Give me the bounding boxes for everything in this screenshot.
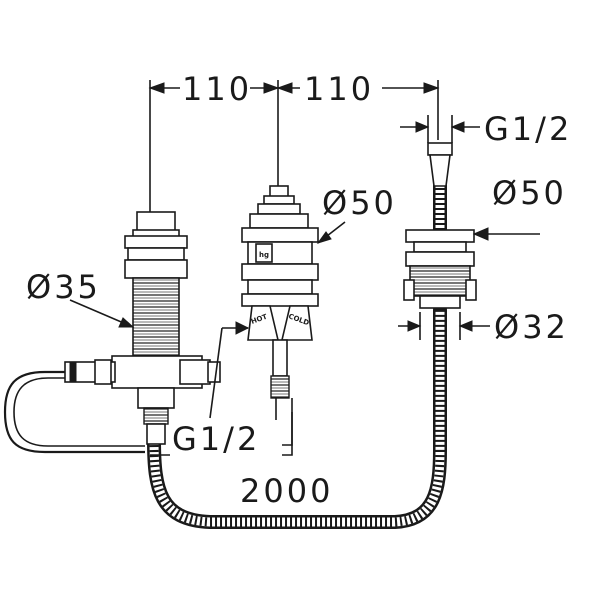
diameter-50-mixer: Ø50 — [322, 184, 397, 222]
dimension-110-left: 110 — [182, 70, 252, 108]
hose-length-2000: 2000 — [240, 472, 333, 510]
dimension-diameter-hole: Ø32 — [398, 308, 569, 346]
dimension-diameter-spout: Ø50 — [472, 174, 567, 241]
dimension-110-right: 110 — [304, 70, 374, 108]
thread-g12-left: G1/2 — [172, 420, 260, 458]
dimension-thread-top: G1/2 — [400, 110, 572, 148]
thread-g12-top: G1/2 — [484, 110, 572, 148]
dimension-diameter-mixer: Ø50 — [316, 184, 397, 244]
diameter-50-spout: Ø50 — [492, 174, 567, 212]
dimension-thread-left: G1/2 — [170, 321, 282, 458]
spout-mount — [403, 142, 477, 309]
braided-hose — [147, 185, 447, 529]
brand-mark: hg — [259, 251, 269, 259]
diameter-32: Ø32 — [494, 308, 569, 346]
body-connector — [64, 211, 221, 445]
dimension-hose-length: 2000 — [235, 472, 353, 510]
dimension-diameter-body: Ø35 — [26, 268, 135, 328]
diameter-35: Ø35 — [26, 268, 101, 306]
dimension-spacing: 110 110 — [148, 70, 440, 212]
mixer-valve: hg HOT COLD — [150, 185, 319, 456]
